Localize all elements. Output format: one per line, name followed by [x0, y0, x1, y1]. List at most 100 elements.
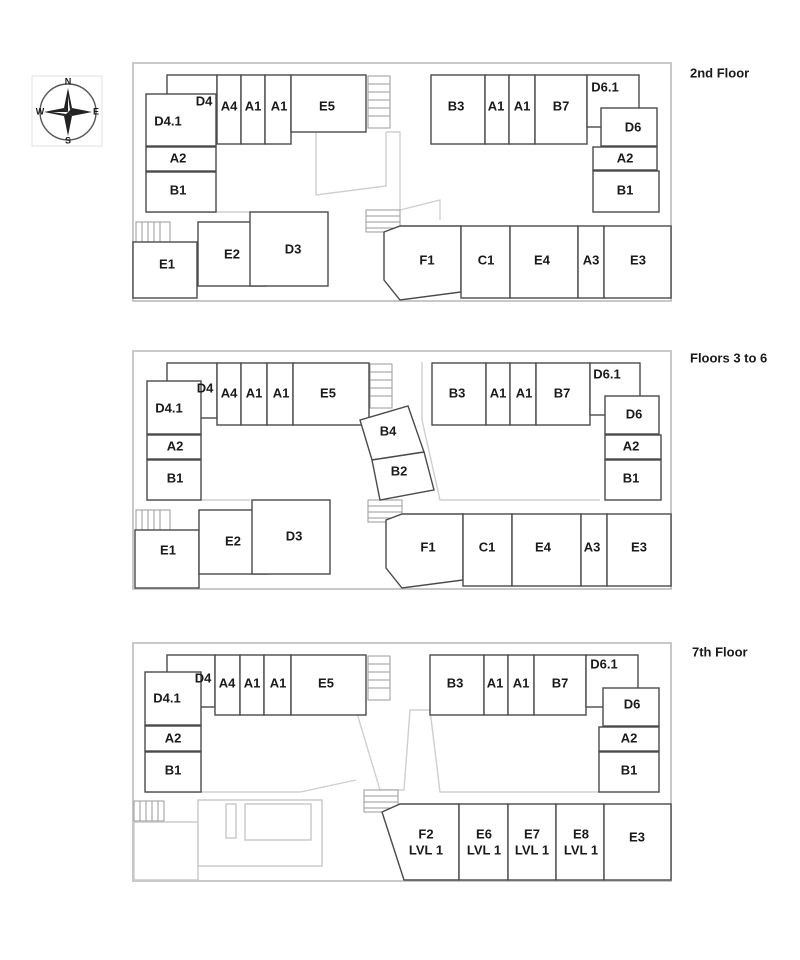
unit-box[interactable] [535, 362, 591, 426]
unit-box[interactable] [604, 395, 660, 435]
unit-level-label: LVL 1 [564, 842, 598, 857]
floor-plan-7th-floor: 7th Floor [132, 642, 748, 882]
unit-box[interactable] [145, 146, 217, 172]
unit-box[interactable] [483, 654, 509, 716]
unit-box[interactable] [598, 751, 660, 793]
unit-box[interactable] [592, 146, 658, 171]
unit-box[interactable] [580, 513, 608, 587]
unit-label: A1 [273, 385, 290, 400]
unit-box[interactable] [145, 171, 217, 213]
unit-label: D6.1 [593, 366, 620, 381]
stairwell [133, 800, 165, 822]
unit-box[interactable] [462, 513, 513, 587]
unit-box[interactable] [144, 751, 202, 793]
unit-box[interactable] [606, 513, 672, 587]
unit-box[interactable] [603, 225, 672, 299]
unit-box[interactable] [484, 74, 510, 145]
unit-box[interactable] [600, 107, 658, 147]
unit-label: A2 [617, 150, 634, 165]
compass-west-label: W [36, 106, 45, 116]
unit-label: D4.1 [153, 690, 180, 705]
unit-label: B2 [391, 463, 408, 478]
unit-label: E5 [318, 675, 334, 690]
unit-label: A3 [584, 539, 601, 554]
unit-label: B1 [621, 762, 638, 777]
unit-label: D6.1 [590, 656, 617, 671]
unit-label: D6.1 [591, 79, 618, 94]
corridor [315, 132, 387, 196]
unit-label: B7 [553, 98, 570, 113]
unit-label: B3 [448, 98, 465, 113]
unit-label: E5 [319, 98, 335, 113]
unit-label: E1 [160, 542, 176, 557]
unit-box[interactable] [598, 726, 660, 752]
unit-label: A2 [621, 730, 638, 745]
unit-box[interactable] [603, 803, 672, 881]
unit-box[interactable] [292, 362, 370, 426]
unit-box[interactable] [144, 725, 202, 752]
unit-box[interactable] [458, 803, 509, 881]
unit-box[interactable] [555, 803, 605, 881]
unit-label: D4.1 [154, 113, 181, 128]
unit-box[interactable] [216, 362, 242, 426]
unit-label: A1 [244, 675, 261, 690]
unit-box[interactable] [511, 513, 582, 587]
unit-box[interactable] [534, 74, 588, 145]
unit-label: E2 [225, 533, 241, 548]
unit-box[interactable] [251, 499, 331, 575]
unit-box[interactable] [602, 687, 660, 727]
unit-box[interactable] [431, 362, 487, 426]
unit-box[interactable] [508, 74, 536, 145]
unit-label: B1 [165, 762, 182, 777]
unit-box[interactable] [145, 93, 217, 147]
unit-box[interactable] [592, 170, 660, 213]
unit-box [244, 803, 312, 841]
unit-box[interactable] [146, 459, 202, 501]
unit-label: C1 [479, 539, 496, 554]
unit-box[interactable] [371, 451, 435, 501]
unit-box[interactable] [214, 654, 241, 716]
unit-label: A1 [490, 385, 507, 400]
unit-box[interactable] [134, 529, 200, 589]
unit-label: F2 [418, 826, 433, 841]
unit-label: E3 [631, 539, 647, 554]
unit-box[interactable] [604, 434, 662, 460]
unit-box[interactable] [144, 671, 202, 726]
unit-box[interactable] [249, 211, 329, 287]
unit-label: F1 [419, 252, 434, 267]
unit-box[interactable] [460, 225, 511, 299]
unit-label: A4 [219, 675, 236, 690]
unit-box[interactable] [290, 74, 367, 133]
unit-box[interactable] [430, 74, 486, 145]
unit-box[interactable] [509, 225, 579, 299]
unit-label: D4 [197, 380, 214, 395]
unit-label: D3 [285, 241, 302, 256]
unit-box[interactable] [146, 380, 202, 435]
unit-box[interactable] [263, 654, 292, 716]
stairwell [369, 363, 393, 409]
unit-box[interactable] [264, 74, 292, 145]
unit-box[interactable] [132, 241, 198, 299]
unit-box[interactable] [533, 654, 587, 716]
unit-box[interactable] [290, 654, 367, 716]
unit-label: A2 [167, 438, 184, 453]
unit-label: E4 [535, 539, 552, 554]
unit-box[interactable] [146, 434, 202, 460]
unit-label: A3 [583, 252, 600, 267]
unit-box[interactable] [604, 459, 662, 501]
unit-label: B7 [554, 385, 571, 400]
unit-box[interactable] [216, 74, 242, 145]
unit-label: E4 [534, 252, 551, 267]
unit-label: E5 [320, 385, 336, 400]
building-outline [132, 350, 672, 590]
unit-box[interactable] [507, 654, 535, 716]
floor-title: 7th Floor [692, 644, 748, 659]
unit-box[interactable] [239, 654, 265, 716]
unit-label: B3 [449, 385, 466, 400]
unit-box[interactable] [509, 362, 537, 426]
unit-label: B7 [552, 675, 569, 690]
floor-title: 2nd Floor [690, 65, 749, 80]
unit-box[interactable] [266, 362, 294, 426]
stairwell [363, 789, 399, 813]
